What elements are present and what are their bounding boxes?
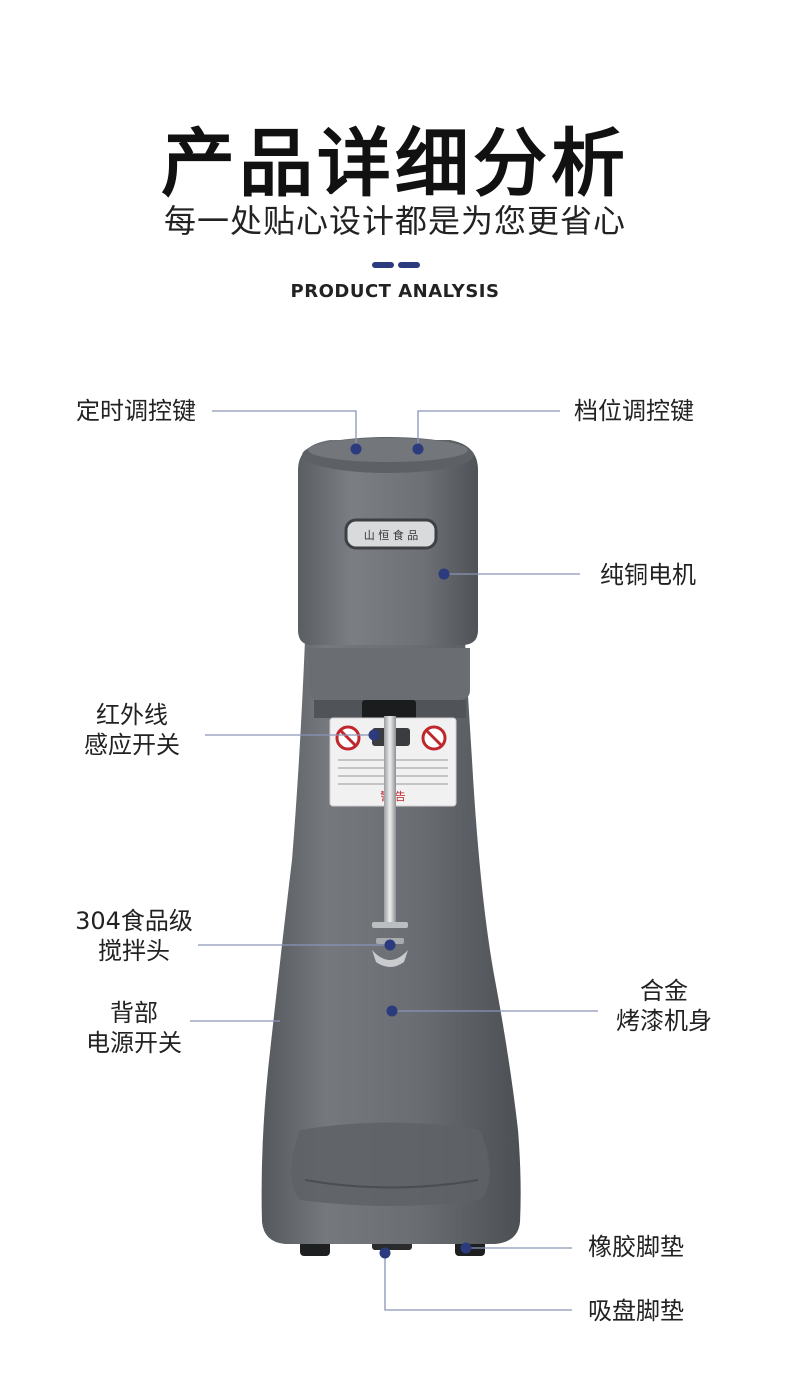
dot-alloy-body [386,1005,398,1017]
mixer-rod [384,716,396,926]
label-power-switch: 背部 电源开关 [64,998,204,1058]
label-infrared-line1: 红外线 [96,701,168,729]
brand-plate-text: 山 恒 食 品 [364,528,419,542]
dot-infrared [368,729,380,741]
dot-rubber-feet [460,1242,472,1254]
title-decoration-left [372,262,394,268]
dot-motor [438,568,450,580]
dot-speed-key [412,443,424,455]
brand-plate [344,518,438,550]
leader-suction-feet [384,1253,572,1311]
page-subtitle: 每一处贴心设计都是为您更省心 [163,202,626,240]
label-alloy-body-line1: 合金 [640,977,688,1005]
leader-timer-key [212,410,357,448]
title-decoration-right [398,262,420,268]
label-speed-key: 档位调控键 [574,397,694,425]
base-platform [291,1122,490,1206]
label-infrared: 红外线 感应开关 [62,700,202,760]
label-mixer-head-line1: 304食品级 [75,907,193,935]
label-mixer-head: 304食品级 搅拌头 [64,906,204,966]
label-motor: 纯铜电机 [600,561,696,589]
label-alloy-body-line2: 烤漆机身 [616,1007,712,1035]
dot-timer-key [350,443,362,455]
label-mixer-head-line2: 搅拌头 [98,937,170,965]
label-timer-key: 定时调控键 [76,397,196,425]
label-infrared-line2: 感应开关 [84,731,180,759]
label-power-switch-line1: 背部 [110,999,158,1027]
english-title: PRODUCT ANALYSIS [290,281,500,302]
label-power-switch-line2: 电源开关 [86,1029,182,1057]
leader-speed-key [417,410,560,448]
label-alloy-body: 合金 烤漆机身 [594,976,734,1036]
label-rubber-feet: 橡胶脚垫 [588,1233,684,1261]
page-title: 产品详细分析 [161,121,629,207]
label-suction-feet: 吸盘脚垫 [588,1297,684,1325]
dot-suction-feet [379,1247,391,1259]
mixer-head [372,950,408,967]
dot-mixer-head [384,939,396,951]
